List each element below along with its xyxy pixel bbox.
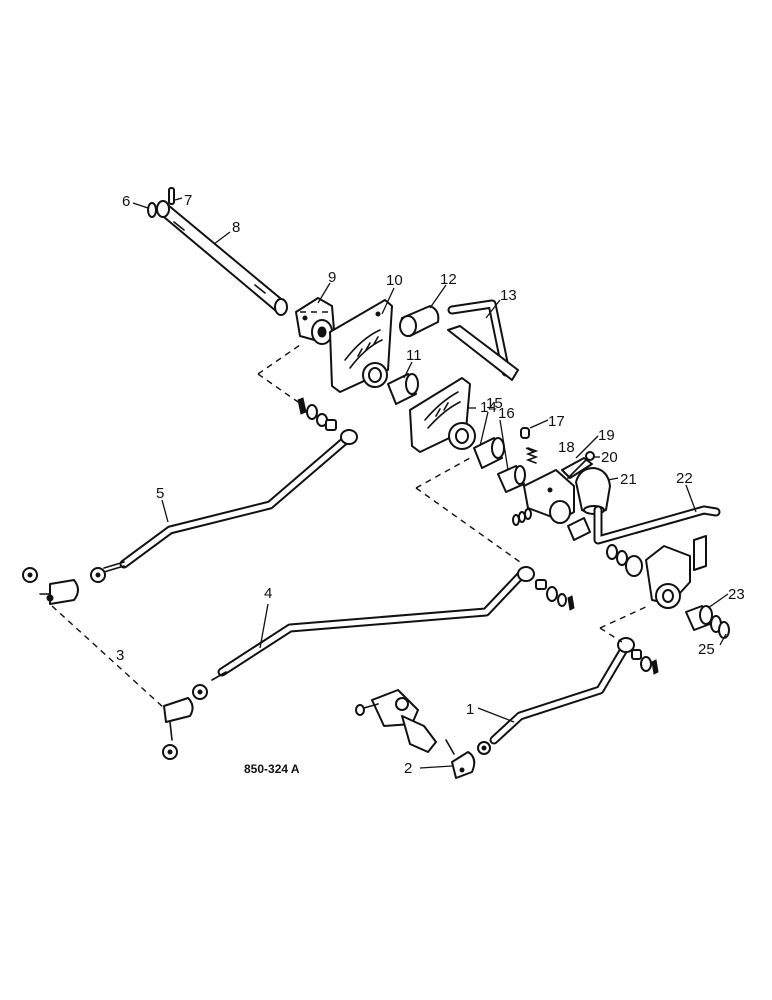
part-2-ball-joint xyxy=(445,739,476,779)
callout-numbers: 1 2 3 4 5 6 7 8 9 10 11 12 13 14 15 16 1… xyxy=(116,192,745,777)
assembly-guide-lines xyxy=(51,311,649,709)
callout-10: 10 xyxy=(386,272,403,289)
nut-left-5 xyxy=(90,567,106,583)
nut-left-4 xyxy=(192,684,208,700)
callout-20: 20 xyxy=(601,449,618,466)
callout-23: 23 xyxy=(728,586,745,603)
part-15-bushing xyxy=(473,437,505,469)
part-13-hand-lever xyxy=(447,299,519,381)
callout-19: 19 xyxy=(598,427,615,444)
part-5-link-rod xyxy=(103,429,358,573)
washer-set-part-5 xyxy=(297,397,337,431)
callout-leaders xyxy=(132,197,729,769)
part-17-pin xyxy=(520,427,530,439)
callout-15: 15 xyxy=(486,395,503,412)
switch-assembly xyxy=(355,689,437,753)
callout-22: 22 xyxy=(676,470,693,487)
nut-washer-set-left xyxy=(512,508,532,526)
part-7-pin xyxy=(168,187,175,205)
callout-8: 8 xyxy=(232,219,240,236)
part-8-cross-shaft xyxy=(156,200,288,316)
callout-2: 2 xyxy=(404,760,412,777)
part-12-knob xyxy=(399,305,440,337)
callout-13: 13 xyxy=(500,287,517,304)
part-21-knob xyxy=(575,467,611,515)
part-11-bushing xyxy=(387,373,419,405)
callout-7: 7 xyxy=(184,192,192,209)
nut-left-1 xyxy=(477,741,491,755)
part-4-link-rod xyxy=(211,566,535,681)
drawing-reference-code: 850-324 A xyxy=(244,762,300,776)
part-3-ball-joint-lower xyxy=(162,697,194,760)
part-1-link-rod xyxy=(489,637,635,745)
pivot-bracket xyxy=(645,545,691,609)
callout-12: 12 xyxy=(440,271,457,288)
callout-16: 16 xyxy=(498,405,515,422)
callout-4: 4 xyxy=(264,585,272,602)
callout-14: 14 xyxy=(480,399,497,416)
washer-set-part-1 xyxy=(631,649,659,675)
part-3-ball-joint-upper xyxy=(22,567,79,605)
callout-1: 1 xyxy=(466,701,474,718)
callout-5: 5 xyxy=(156,485,164,502)
part-10-quadrant-plate xyxy=(329,299,393,393)
part-6-washer xyxy=(147,202,157,218)
callout-21: 21 xyxy=(620,471,637,488)
callout-17: 17 xyxy=(548,413,565,430)
part-25-washer xyxy=(710,615,730,639)
part-14-quadrant-plate xyxy=(409,377,476,453)
part-16-bushing xyxy=(497,465,526,493)
callout-18: 18 xyxy=(558,439,575,456)
part-20-bolt xyxy=(567,451,595,479)
callout-11: 11 xyxy=(406,347,422,364)
callout-25: 25 xyxy=(698,641,715,658)
part-23-bushing xyxy=(685,605,713,631)
washer-set-part-4 xyxy=(535,579,575,611)
callout-3: 3 xyxy=(116,647,124,664)
callout-9: 9 xyxy=(328,269,336,286)
callout-6: 6 xyxy=(122,193,130,210)
part-22-hand-lever xyxy=(593,505,721,571)
part-18-spring xyxy=(525,447,539,464)
washer-set-upper xyxy=(606,544,643,577)
part-9-lever-bracket xyxy=(295,297,335,345)
bushing-pair xyxy=(567,517,591,541)
